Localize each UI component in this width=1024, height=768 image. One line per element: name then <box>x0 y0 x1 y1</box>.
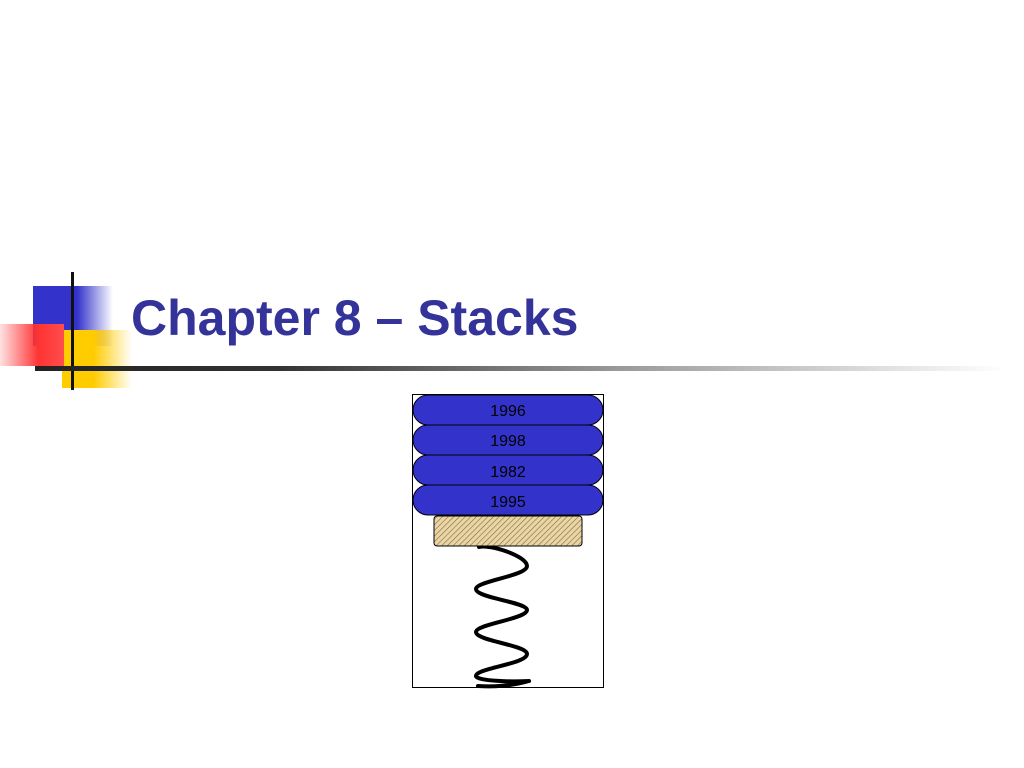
stack-plate-label: 1995 <box>490 494 526 511</box>
stack-plate-label: 1998 <box>490 433 526 450</box>
stack-plate-shape <box>412 484 604 516</box>
decor-red-square <box>0 324 64 366</box>
spring-platform <box>433 515 583 547</box>
stack-diagram-svg: 1996 1998 1982 1995 <box>412 394 604 689</box>
stack-plate-label: 1996 <box>490 403 526 420</box>
title-underline <box>35 366 1005 371</box>
stack-plate: 1998 <box>412 424 604 456</box>
decor-vertical-line <box>71 272 74 390</box>
spring-coil <box>474 544 531 689</box>
stack-plate: 1996 <box>412 394 604 426</box>
stack-diagram: 1996 1998 1982 1995 <box>412 394 604 689</box>
page-title: Chapter 8 – Stacks <box>131 290 579 346</box>
plate-stack: 1996 1998 1982 1995 <box>412 394 604 516</box>
stack-plate-label: 1982 <box>490 464 526 481</box>
stack-plate: 1982 <box>412 454 604 486</box>
stack-plate: 1995 <box>412 484 604 516</box>
